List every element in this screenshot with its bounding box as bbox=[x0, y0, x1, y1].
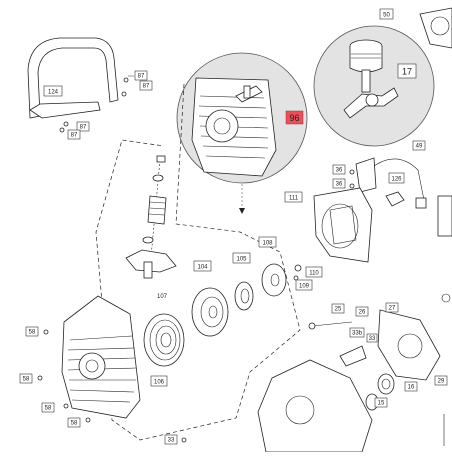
callout-124: 124 bbox=[43, 85, 63, 97]
callout-17-label: 17 bbox=[402, 67, 412, 77]
callout-36-label-b: 36 bbox=[336, 182, 343, 188]
fan-housing bbox=[313, 187, 373, 263]
callout-27: 27 bbox=[385, 302, 399, 313]
callout-33: 33 bbox=[164, 434, 187, 445]
starter-pulley bbox=[191, 287, 229, 337]
engine-top-partial bbox=[419, 7, 452, 49]
callout-105: 105 bbox=[232, 252, 251, 264]
rewind-spring-small bbox=[234, 281, 254, 311]
callout-25: 25 bbox=[331, 303, 345, 314]
callout-58-label-d: 58 bbox=[71, 421, 78, 427]
callout-29: 29 bbox=[434, 375, 448, 386]
callout-106-label: 106 bbox=[154, 380, 165, 386]
choke-lever bbox=[339, 345, 367, 367]
starter-cover-outline bbox=[95, 83, 301, 441]
starter-pin-stack bbox=[125, 155, 177, 279]
callout-106: 106 bbox=[150, 375, 168, 387]
callout-49: 49 bbox=[412, 140, 426, 151]
callout-96-label: 96 bbox=[289, 113, 299, 123]
callout-111-label: 111 bbox=[289, 196, 299, 202]
callout-105-label: 105 bbox=[236, 257, 247, 263]
handle-screws bbox=[59, 75, 134, 133]
callout-104-label: 104 bbox=[197, 265, 208, 271]
callout-58-label-b: 58 bbox=[23, 377, 30, 383]
front-handle bbox=[27, 37, 119, 119]
callout-107-label: 107 bbox=[157, 294, 168, 300]
inset-starter-circle bbox=[176, 52, 308, 184]
callout-58-group: 58 58 58 58 bbox=[19, 326, 91, 428]
callout-29-label: 29 bbox=[438, 379, 445, 385]
crankcase-partial bbox=[257, 309, 441, 453]
rewind-spring bbox=[143, 313, 185, 367]
callout-108: 108 bbox=[258, 236, 277, 248]
callout-33b: 33b 33 bbox=[349, 327, 378, 343]
callout-107: 107 bbox=[157, 294, 168, 300]
callout-109-label: 109 bbox=[299, 284, 310, 290]
callout-16: 16 bbox=[404, 381, 418, 392]
washer-disc bbox=[261, 263, 287, 297]
callout-96-highlight: 96 bbox=[285, 110, 304, 125]
callout-16-label: 16 bbox=[408, 385, 415, 391]
callout-87-group: 87 87 87 87 bbox=[67, 70, 153, 140]
callout-36-label-a: 36 bbox=[336, 168, 343, 174]
callout-36-group: 36 36 bbox=[332, 164, 355, 189]
callout-126: 126 bbox=[385, 172, 405, 207]
callout-17: 17 bbox=[397, 63, 417, 79]
callout-15-label: 15 bbox=[378, 401, 385, 407]
callout-124-label: 124 bbox=[48, 90, 59, 96]
callout-15: 15 bbox=[374, 397, 388, 408]
callout-33-side-label: 33 bbox=[369, 336, 376, 342]
callout-111: 111 bbox=[284, 191, 303, 203]
callout-58-label-a: 58 bbox=[29, 330, 36, 336]
callout-87-label-a: 87 bbox=[138, 74, 145, 80]
callout-25-label: 25 bbox=[335, 307, 342, 313]
right-edge-partial bbox=[437, 195, 452, 446]
callout-109: 109 bbox=[295, 279, 313, 291]
callout-87-label-b: 87 bbox=[143, 84, 150, 90]
callout-49-label: 49 bbox=[416, 144, 423, 150]
throttle-rod bbox=[308, 321, 353, 330]
callout-108-label: 108 bbox=[262, 241, 273, 247]
inset-piston-circle bbox=[313, 25, 435, 147]
callout-110: 110 bbox=[305, 266, 323, 278]
callout-104: 104 bbox=[193, 260, 212, 272]
starter-cover bbox=[61, 295, 141, 419]
callout-126-label: 126 bbox=[391, 177, 402, 183]
ignition-module bbox=[355, 157, 427, 209]
callout-87-label-d: 87 bbox=[71, 133, 78, 139]
callout-26-label: 26 bbox=[359, 310, 366, 316]
pulley-screw bbox=[293, 264, 302, 281]
callout-87-label-c: 87 bbox=[80, 125, 87, 131]
callout-50-label: 50 bbox=[383, 13, 390, 19]
callout-33b-label: 33b bbox=[352, 331, 363, 337]
callout-110-label: 110 bbox=[309, 271, 319, 277]
callout-26: 26 bbox=[355, 306, 369, 317]
callout-58-label-c: 58 bbox=[45, 406, 52, 412]
inset-leader bbox=[239, 184, 245, 214]
callout-50: 50 bbox=[379, 8, 394, 20]
callout-33-label: 33 bbox=[168, 438, 175, 444]
callout-27-label: 27 bbox=[389, 306, 396, 312]
